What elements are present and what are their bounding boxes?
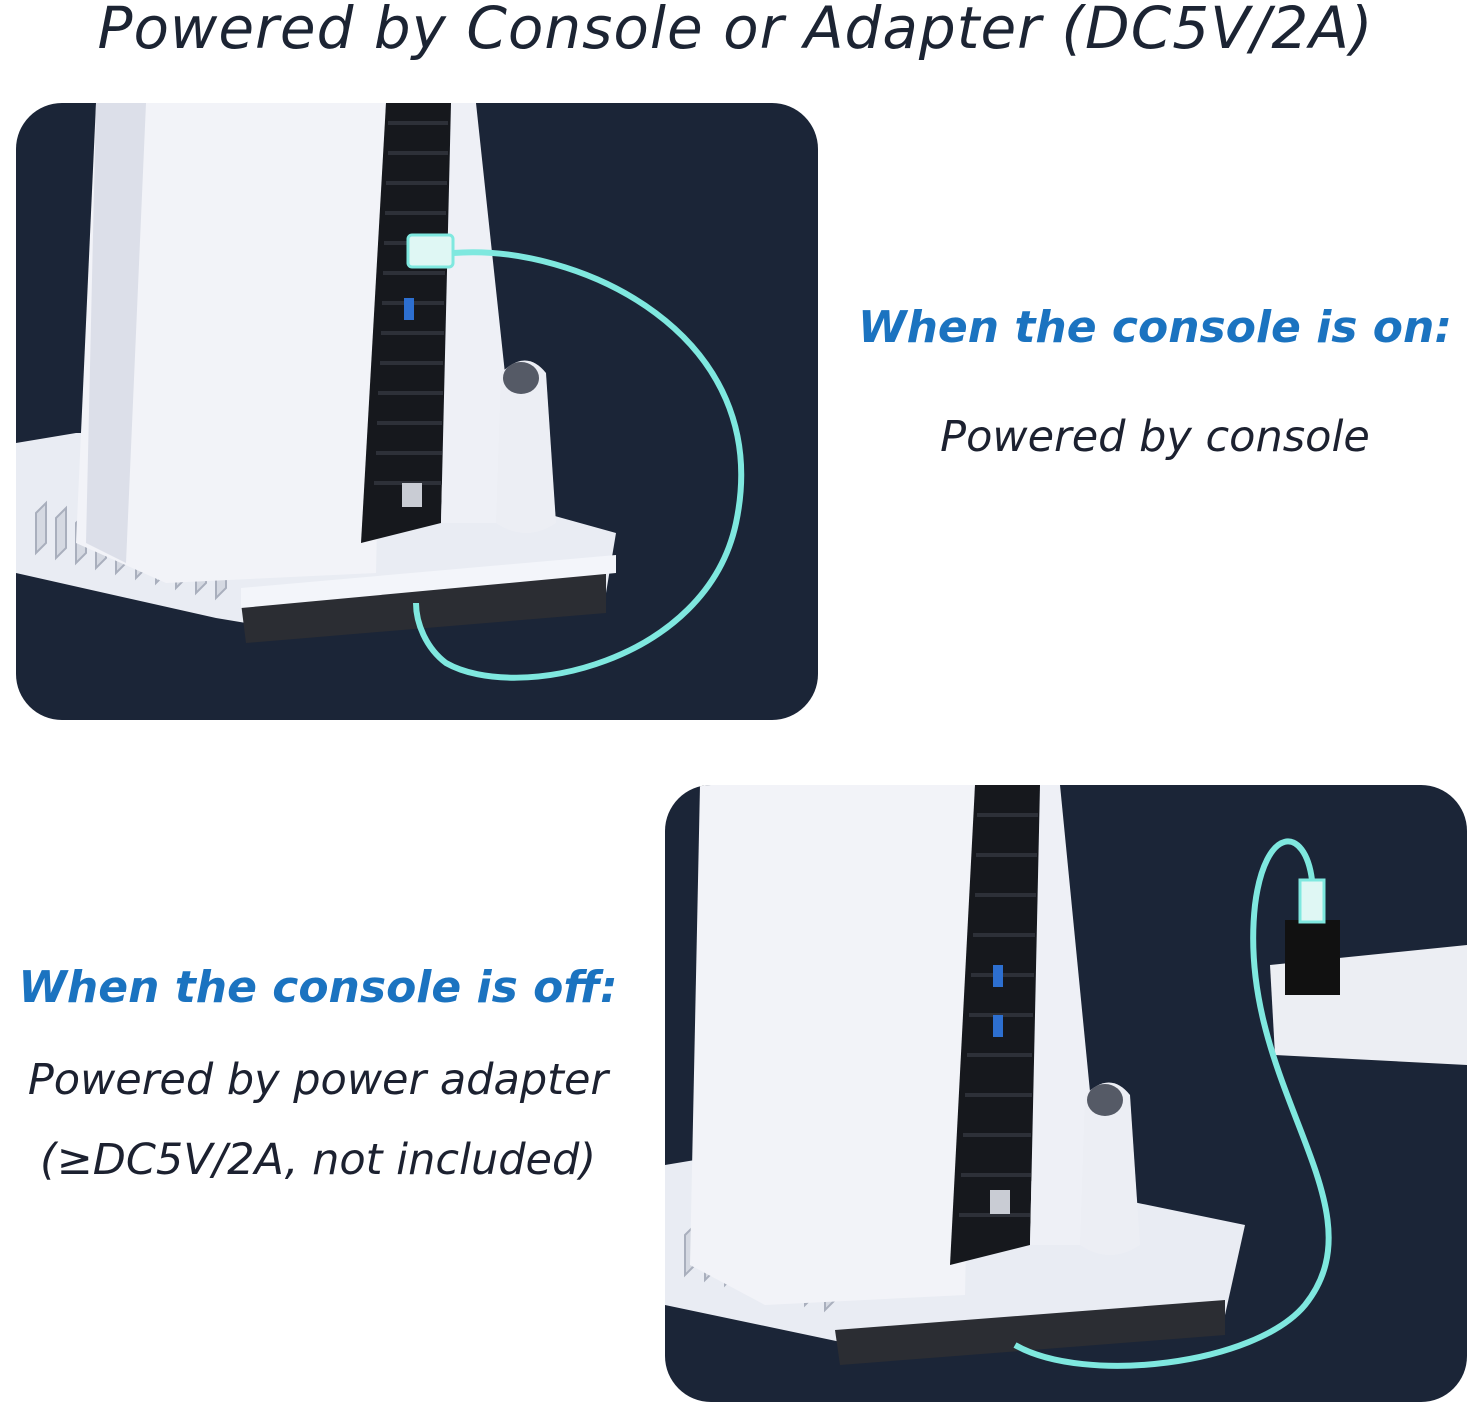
power-adapter xyxy=(1285,920,1340,995)
usb-plug xyxy=(406,233,455,269)
power-port xyxy=(402,483,422,507)
page-title: Powered by Console or Adapter (DC5V/2A) xyxy=(97,0,1374,62)
console-body xyxy=(76,103,386,583)
console-off-photo xyxy=(665,785,1467,1402)
controller xyxy=(496,360,556,533)
controller xyxy=(1080,1082,1140,1255)
off-description-line2: (≥DC5V/2A, not included) xyxy=(39,1135,597,1185)
off-heading: When the console is off: xyxy=(18,962,618,1013)
console-body xyxy=(690,785,975,1305)
cable xyxy=(1013,838,1332,1369)
usb-port xyxy=(404,298,414,320)
off-description-line1: Powered by power adapter xyxy=(27,1055,609,1105)
console-on-photo xyxy=(16,103,818,720)
stand-vent xyxy=(241,573,606,643)
on-description: Powered by console xyxy=(940,412,1370,462)
on-heading: When the console is on: xyxy=(858,302,1452,353)
cable xyxy=(413,249,745,681)
